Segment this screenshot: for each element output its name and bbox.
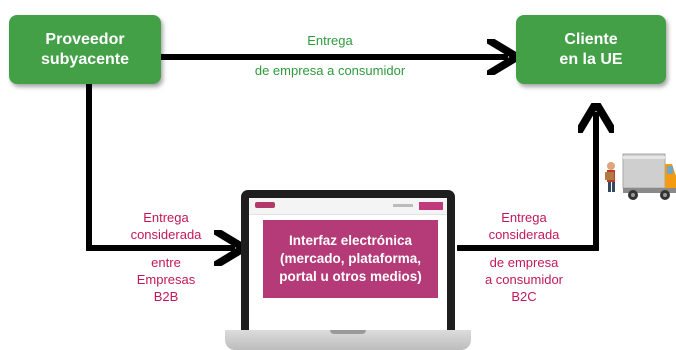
b2b-label-line2: considerada bbox=[130, 227, 202, 242]
website-nav-link bbox=[393, 204, 413, 207]
website-nav-button bbox=[419, 202, 443, 210]
supplier-label-line1: Proveedor bbox=[45, 30, 125, 48]
laptop-notch bbox=[330, 330, 366, 334]
b2b-label-line1: Entrega bbox=[143, 210, 189, 225]
direct-delivery-label-line2: de empresa a consumidor bbox=[254, 63, 406, 78]
b2c-label-line3: de empresa bbox=[489, 255, 559, 270]
interface-label-line2: (mercado, plataforma, bbox=[279, 251, 422, 266]
b2c-label-line4: a consumidor bbox=[484, 272, 564, 287]
delivery-truck-icon bbox=[605, 153, 676, 200]
customer-node: Cliente en la UE bbox=[516, 15, 666, 84]
supplier-node: Proveedor subyacente bbox=[9, 15, 161, 84]
interface-label-line1: Interfaz electrónica bbox=[288, 233, 413, 248]
b2b-label-line3: entre bbox=[151, 255, 181, 270]
direct-delivery-label-line1: Entrega bbox=[307, 33, 353, 48]
interface-label-line3: portal u otros medios) bbox=[279, 269, 422, 284]
laptop-display: Interfaz electrónica (mercado, plataform… bbox=[249, 198, 447, 330]
supplier-label-line2: subyacente bbox=[40, 50, 130, 68]
b2c-delivery-arrow bbox=[457, 112, 596, 251]
b2c-label-line2: considerada bbox=[488, 227, 560, 242]
customer-label-line1: Cliente bbox=[564, 30, 618, 48]
b2b-delivery-arrow bbox=[86, 84, 235, 248]
b2b-label-line5: B2B bbox=[153, 289, 179, 304]
laptop-base bbox=[225, 330, 471, 350]
customer-label-line2: en la UE bbox=[559, 50, 623, 68]
website-header-bar bbox=[249, 198, 447, 215]
website-logo bbox=[255, 202, 275, 208]
electronic-interface-node: Interfaz electrónica (mercado, plataform… bbox=[263, 220, 438, 298]
b2b-label-line4: Empresas bbox=[136, 272, 196, 287]
laptop-icon: Interfaz electrónica (mercado, plataform… bbox=[241, 190, 455, 330]
b2c-label-line1: Entrega bbox=[501, 210, 547, 225]
b2c-label-line5: B2C bbox=[511, 289, 537, 304]
